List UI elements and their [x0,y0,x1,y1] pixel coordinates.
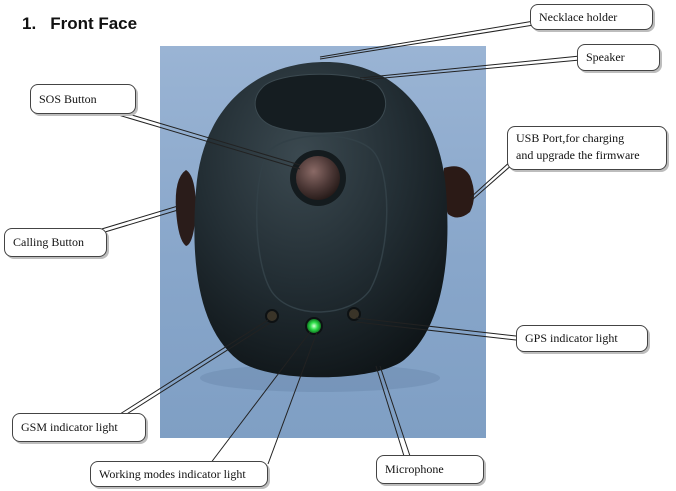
gps-led [347,307,361,321]
label-speaker: Speaker [577,44,660,71]
pointer-gsm [119,319,269,415]
label-usb-port: USB Port,for charging and upgrade the fi… [507,126,667,170]
pointer-microphone [375,365,405,457]
section-heading: 1. Front Face [22,14,137,34]
top-window [254,73,387,134]
pointer-necklace-holder-2 [319,23,541,60]
label-gps-indicator: GPS indicator light [516,325,648,352]
pointer-sos-button-2 [104,110,301,170]
device-shadow [200,364,440,392]
sos-button [296,156,340,200]
pointer-calling-button-2 [94,209,179,236]
label-working-modes-indicator: Working modes indicator light [90,461,268,487]
pointer-sos-button [104,106,301,166]
label-microphone: Microphone [376,455,484,484]
usb-port-shape [442,166,474,218]
pointer-usb-port [469,159,513,199]
pointer-working-mode-2 [267,331,318,465]
pointer-gps [355,317,517,337]
pointer-gps-2 [355,321,517,341]
label-sos-button: SOS Button [30,84,136,114]
gsm-led [265,309,279,323]
pointer-necklace-holder [319,19,541,58]
pointer-speaker [359,55,581,79]
device-body [194,61,448,378]
section-title: Front Face [50,14,138,33]
label-necklace-holder: Necklace holder [530,4,653,30]
pointer-working-mode [209,331,311,465]
pointer-speaker-2 [361,59,581,81]
calling-button-shape [175,170,196,246]
pointer-microphone-2 [379,365,411,457]
pointer-calling-button [94,205,179,232]
label-calling-button: Calling Button [4,228,107,257]
front-panel [256,135,388,313]
section-number: 1. [22,14,37,33]
working-mode-led [305,317,323,335]
pointer-usb-port-2 [471,162,515,201]
pointer-gsm-2 [121,322,271,418]
label-gsm-indicator: GSM indicator light [12,413,146,442]
